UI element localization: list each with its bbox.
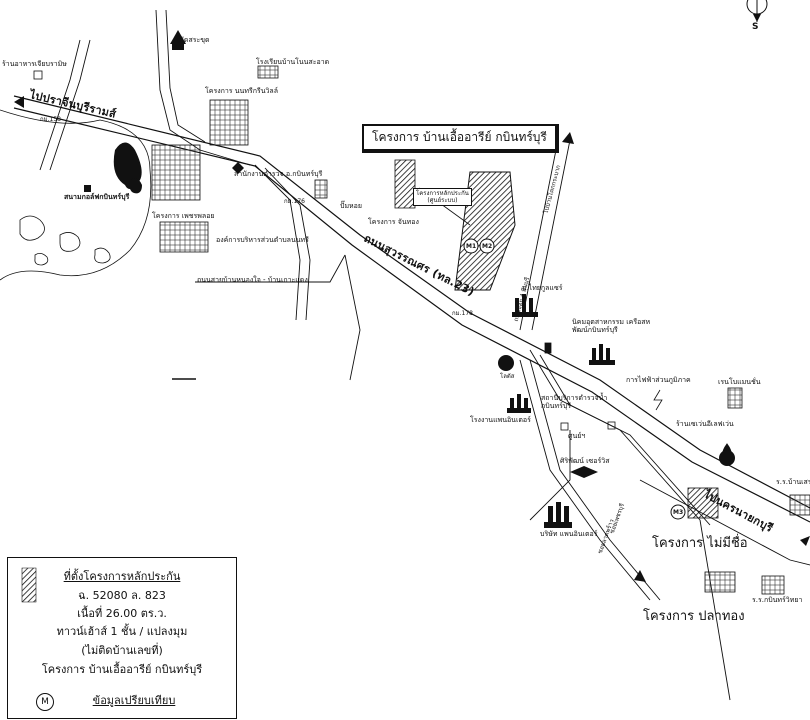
place-project-platong: โครงการ ปลาทอง [643,609,745,624]
place-pea: การไฟฟ้าส่วนภูมิภาค [626,376,691,384]
pea-icon [653,389,663,411]
highway-suwannason [13,95,810,523]
block-local [159,221,209,253]
legend-title: ที่ตั้งโครงการหลักประกัน [63,570,181,583]
lotus-icon [498,355,514,371]
fuel-drop-icon [719,443,735,466]
lake-icon [84,142,142,194]
marker-m1: M1 [466,243,477,250]
place-factory-sheet: โรงงานแพนอินเตอร์ [470,416,531,424]
marker-legend-icon: M [36,693,54,711]
marker-m2-icon [479,238,495,254]
subject-box-line1: โครงการหลักประกัน [416,190,469,197]
market-icon [570,466,598,478]
place-project-jan: โครงการ จันทอง [368,218,419,226]
hatch-legend-icon [21,567,37,603]
place-lotus: โลตัส [500,373,515,380]
place-restaurant: ร้านอาหารเจียบรามิษ [2,60,67,68]
place-shops-b: ศูนย์ฯ [568,432,586,440]
subject-box-line2: (ศูนย์ระบบ) [427,197,458,204]
place-factory-1: บ.ไทยกูลแซร์ [522,284,563,292]
block-north [209,99,249,146]
building-icons [33,65,810,595]
legend-line3: ทาวน์เฮ้าส์ 1 ชั้น / แปลงมุม [56,625,188,638]
marker-m3-icon [670,504,686,520]
subject-box: โครงการหลักประกัน (ศูนย์ระบบ) [413,188,472,206]
compass-label: S [752,22,759,32]
legend-compare: ข้อมูลเปรียบเทียบ [92,694,176,707]
marker-m2: M2 [482,243,493,250]
km-marker-2: กม.176 [284,198,305,205]
place-golf: สนามกอล์ฟกบินทร์บุรี [64,193,130,201]
place-temple: วัดสระขุด [180,36,210,44]
place-project-petch: โครงการ เพชรพลอย [152,212,215,220]
place-road-link: ถนนสายบ้านหนองใจ - บ้านเกาะแดง [197,276,308,284]
place-gas: ปั๊มหอย [340,202,362,210]
east-arrow-icon [562,132,810,582]
marker-m3: M3 [673,509,684,516]
legend-box: ที่ตั้งโครงการหลักประกัน ฉ. 52080 ล. 823… [7,557,237,719]
km-marker-1: กม.158 [40,116,61,123]
km-marker-3: กม.178 [452,310,473,317]
police-icon [232,162,244,174]
golf-course-area [0,109,152,281]
block-petch [151,144,201,201]
seven-icon [544,342,616,431]
legend-line2: เนื้อที่ 26.00 ตร.ว. [77,607,167,620]
place-hospital-e: ร.ร.บ้านเสร [776,478,810,486]
factory-icon [507,294,615,528]
legend-line4: (ไม่ติดบ้านเลขที่) [81,644,163,657]
project-title: โครงการ บ้านเอื้ออารีย์ กบินทร์บุรี [362,124,559,153]
place-company: บริษัท แพนอินเตอร์ [540,530,598,538]
northwest-arrow-icon [14,96,24,108]
place-furniture: เรนโบแมนชั่น [718,378,761,386]
compass-icon [746,0,768,22]
place-shops-a: สถานีบริการตำรวจน้ำ กบินทร์บุรี [541,394,608,410]
place-seven: ร้านเซเว่นอีเลฟเว่น [676,420,734,428]
marker-m1-icon [463,238,479,254]
place-project-noname: โครงการ ไม่มีชื่อ [652,536,748,551]
place-project-north: โครงการ นนทรีกรีนวิลล์ [205,87,279,95]
place-industrial: นิคมอุตสาหกรรม เครือสหพัฒน์กบินทร์บุรี [572,318,651,334]
place-school-e: ร.ร.กบินทร์วิทยา [752,596,803,604]
legend-line5: โครงการ บ้านเอื้ออารีย์ กบินทร์บุรี [41,663,203,676]
temple-icon [170,30,186,50]
place-school: โรงเรียนบ้านโนนสะอาด [256,58,330,66]
place-police: สำนักงานตำรวจ อ.กบินทร์บุรี [234,170,323,178]
place-local-admin: องค์การบริหารส่วนตำบลนนทรี [216,236,309,244]
place-market: ศิริพัฒน์ เซอร์วิส [560,457,610,465]
legend-line1: ฉ. 52080 ล. 823 [78,589,166,602]
